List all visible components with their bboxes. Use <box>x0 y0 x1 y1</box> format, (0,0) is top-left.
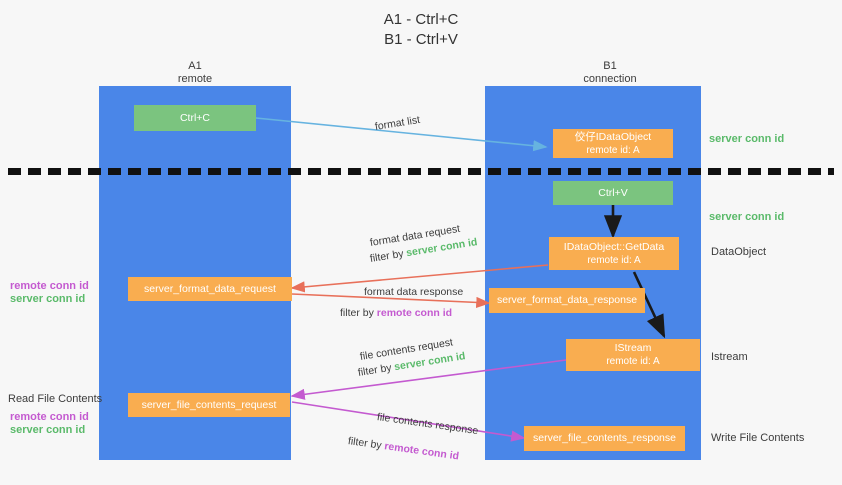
annotation-format-list: format list <box>374 113 421 133</box>
label-left-remote-conn-id-1: remote conn id <box>10 280 89 292</box>
label-right-write-file-contents: Write File Contents <box>711 432 805 444</box>
box-idataobject-getdata-line1: IDataObject::GetData <box>563 240 665 253</box>
annotation-format-data-response-filter: filter by remote conn id <box>340 306 452 320</box>
box-server-file-contents-response[interactable]: server_file_contents_response <box>524 426 685 451</box>
label-left-read-file-contents: Read File Contents <box>8 393 103 405</box>
box-server-file-contents-request[interactable]: server_file_contents_request <box>128 393 290 417</box>
box-idataobject-line1: 佼仔IDataObject <box>574 130 652 143</box>
phase-separator-dashed-line <box>8 168 834 175</box>
label-left-server-conn-id-2: server conn id <box>10 424 86 436</box>
box-istream-line1: IStream <box>614 342 652 354</box>
label-left-server-conn-id-1: server conn id <box>10 293 86 305</box>
box-server-format-data-response[interactable]: server_format_data_response <box>489 288 645 313</box>
box-idataobject[interactable]: 佼仔IDataObject remote id: A <box>553 129 673 158</box>
filter-prefix: filter by <box>357 361 396 379</box>
box-server-format-data-request[interactable]: server_format_data_request <box>128 277 292 301</box>
lane-header-a1: A1 remote <box>95 60 295 86</box>
label-left-remote-conn-id-2: remote conn id <box>10 411 89 423</box>
box-ctrl-v-label: Ctrl+V <box>598 186 628 199</box>
box-server-file-contents-request-label: server_file_contents_request <box>141 398 277 411</box>
box-server-file-contents-response-label: server_file_contents_response <box>532 432 676 444</box>
annotation-file-contents-response: file contents response <box>376 411 479 438</box>
filter-prefix: filter by <box>369 247 408 265</box>
label-right-server-conn-id-mid: server conn id <box>709 211 785 223</box>
page-title: A1 - Ctrl+C B1 - Ctrl+V <box>0 10 842 50</box>
annotation-file-contents-response-filter: filter by remote conn id <box>347 434 460 463</box>
box-ctrl-c-label: Ctrl+C <box>179 111 211 124</box>
lane-a1-name: A1 <box>188 60 202 72</box>
filter-prefix: filter by <box>347 435 386 453</box>
lane-b1-name: B1 <box>603 60 617 72</box>
box-server-format-data-response-label: server_format_data_response <box>496 294 638 306</box>
filter-value-remote-conn-id: remote conn id <box>376 307 453 319</box>
label-right-istream: Istream <box>711 351 748 363</box>
lane-a1-sub: remote <box>177 73 213 85</box>
filter-prefix: filter by <box>340 307 377 319</box>
box-idataobject-getdata-line2: remote id: A <box>587 254 641 266</box>
label-right-server-conn-id-top: server conn id <box>709 133 785 145</box>
box-istream-line2: remote id: A <box>606 356 660 367</box>
title-line-1: A1 - Ctrl+C <box>383 11 459 28</box>
box-idataobject-getdata[interactable]: IDataObject::GetData remote id: A <box>549 237 679 270</box>
box-idataobject-line2: remote id: A <box>586 144 640 156</box>
title-line-2: B1 - Ctrl+V <box>384 31 458 48</box>
box-server-format-data-request-label: server_format_data_request <box>144 282 276 295</box>
label-right-dataobject: DataObject <box>711 246 767 258</box>
box-ctrl-v[interactable]: Ctrl+V <box>553 181 673 205</box>
filter-value-remote-conn-id: remote conn id <box>383 440 460 463</box>
box-ctrl-c[interactable]: Ctrl+C <box>134 105 256 131</box>
box-istream[interactable]: IStream remote id: A <box>566 339 700 371</box>
lane-b1-sub: connection <box>583 73 637 85</box>
annotation-format-data-response: format data response <box>364 286 464 298</box>
lane-header-b1: B1 connection <box>510 60 710 86</box>
